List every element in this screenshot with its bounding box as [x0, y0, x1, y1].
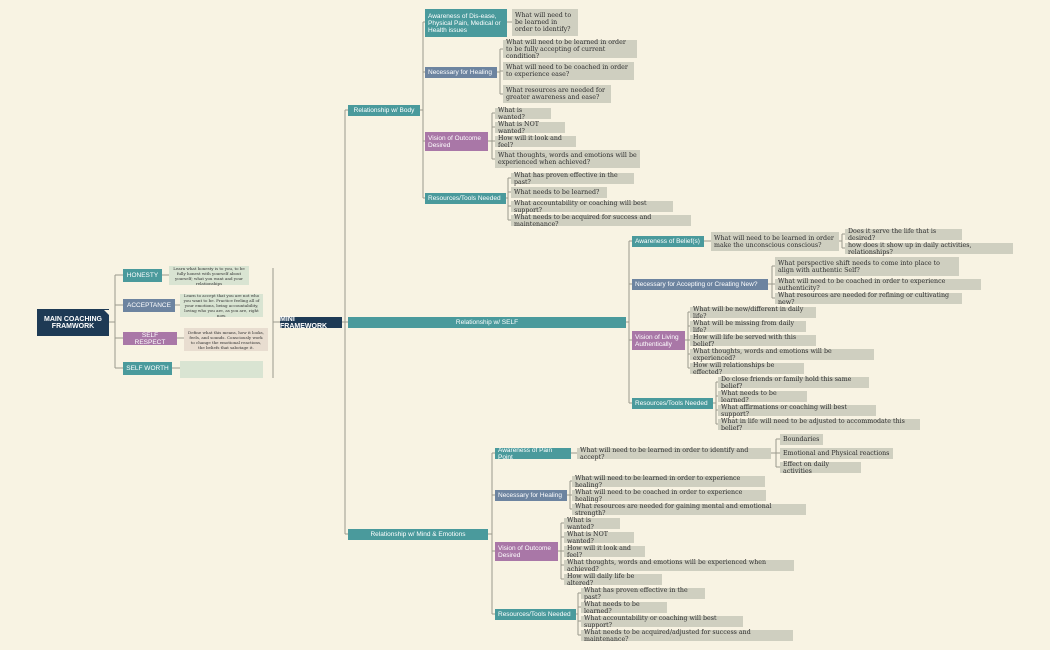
- trait-self-respect[interactable]: SELF RESPECT: [123, 332, 177, 346]
- self-vision-item: What will be new/different in daily life…: [690, 306, 816, 320]
- body-healing-node[interactable]: Necessary for Healing: [425, 67, 497, 78]
- self-vision-item: How will relationships be effected?: [690, 362, 804, 376]
- self-accepting-item: What resources are needed for refining o…: [775, 292, 962, 306]
- body-healing-item: What resources are needed for greater aw…: [503, 85, 611, 103]
- mind-vision-node[interactable]: Vision of Outcome Desired: [495, 542, 558, 561]
- self-vision-item: What will be missing from daily life?: [690, 320, 806, 334]
- trait-self-respect-description: Define what this means, how it looks, fe…: [184, 328, 268, 351]
- mind-healing-item: What will need to be learned in order to…: [572, 475, 765, 489]
- folded-corner-icon: [104, 310, 109, 315]
- mind-resources-item: What accountability or coaching will bes…: [581, 615, 743, 629]
- body-resources-node[interactable]: Resources/Tools Needed: [425, 193, 506, 204]
- self-vision-item: What thoughts, words and emotions will b…: [690, 348, 874, 362]
- self-awareness-item: how does it show up in daily activities,…: [845, 242, 1013, 256]
- body-vision-item: How will it look and feel?: [495, 135, 576, 149]
- mind-vision-item: What is NOT wanted?: [564, 531, 634, 545]
- mind-resources-item: What needs to be learned?: [581, 601, 667, 615]
- relationship-mind-node[interactable]: Relationship w/ Mind & Emotions: [348, 529, 488, 540]
- mind-healing-item: What resources are needed for gaining me…: [572, 503, 806, 517]
- mind-resources-node[interactable]: Resources/Tools Needed: [495, 609, 576, 620]
- mini-framework-node[interactable]: MINI FRAMEWORK: [280, 316, 342, 330]
- trait-self-worth[interactable]: SELF WORTH: [123, 362, 172, 375]
- self-accepting-item: What perspective shift needs to come int…: [775, 257, 959, 276]
- body-resources-item: What needs to be learned?: [511, 187, 607, 198]
- trait-honesty-description: Learn what honesty is to you, to be full…: [169, 266, 249, 286]
- trait-acceptance-description: Learn to accept that you are not who you…: [180, 293, 263, 318]
- mind-awareness-question: What will need to be learned in order to…: [577, 447, 771, 461]
- body-healing-item: What will need to be learned in order to…: [503, 39, 637, 60]
- mind-vision-item: What is wanted?: [564, 517, 620, 531]
- mind-vision-item: What thoughts, words and emotions will b…: [564, 559, 794, 573]
- self-awareness-node[interactable]: Awareness of Belief(s): [632, 236, 704, 247]
- mind-healing-node[interactable]: Necessary for Healing: [495, 490, 567, 501]
- body-vision-item: What thoughts, words and emotions will b…: [495, 150, 640, 168]
- mind-awareness-item: Emotional and Physical reactions: [780, 448, 893, 459]
- body-awareness-item: What will need to be learned in order to…: [512, 9, 578, 36]
- self-awareness-item: Does it serve the life that is desired?: [845, 228, 962, 242]
- self-resources-item: Do close friends or family hold this sam…: [718, 376, 869, 390]
- body-healing-item: What will need to be coached in order to…: [503, 62, 634, 80]
- self-vision-item: How will life be served with this belief…: [690, 334, 816, 348]
- body-vision-node[interactable]: Vision of Outcome Desired: [425, 132, 488, 151]
- body-resources-item: What accountability or coaching will bes…: [511, 200, 673, 214]
- self-accepting-node[interactable]: Necessary for Accepting or Creating New?: [632, 279, 768, 290]
- self-resources-item: What needs to be learned?: [718, 390, 807, 404]
- trait-acceptance[interactable]: ACCEPTANCE: [123, 299, 175, 312]
- self-vision-node[interactable]: Vision of Living Authentically: [632, 331, 685, 350]
- mind-awareness-item: Effect on daily activities: [780, 461, 861, 475]
- body-resources-item: What needs to be acquired for success an…: [511, 214, 691, 228]
- mind-vision-item: How will it look and feel?: [564, 545, 645, 559]
- body-vision-item: What is wanted?: [495, 107, 551, 121]
- self-resources-item: What affirmations or coaching will best …: [718, 404, 876, 418]
- main-coaching-framework-node[interactable]: MAIN COACHING FRAMWORK: [37, 309, 109, 336]
- mind-resources-item: What has proven effective in the past?: [581, 587, 705, 601]
- self-awareness-question: What will need to be learned in order ma…: [711, 232, 839, 251]
- relationship-body-node[interactable]: Relationship w/ Body: [348, 105, 420, 116]
- trait-self-worth-description: [180, 361, 263, 378]
- self-accepting-item: What will need to be coached in order to…: [775, 278, 981, 292]
- mind-resources-item: What needs to be acquired/adjusted for s…: [581, 629, 793, 643]
- body-awareness-node[interactable]: Awareness of Dis-ease, Physical Pain, Me…: [425, 9, 507, 37]
- self-resources-node[interactable]: Resources/Tools Needed: [632, 398, 713, 409]
- body-resources-item: What has proven effective in the past?: [511, 172, 634, 186]
- body-vision-item: What is NOT wanted?: [495, 121, 565, 135]
- mind-awareness-node[interactable]: Awareness of Pain Point: [495, 447, 571, 461]
- mind-awareness-item: Boundaries: [780, 434, 823, 445]
- relationship-self-node[interactable]: Relationship w/ SELF: [348, 317, 626, 328]
- mind-healing-item: What will need to be coached in order to…: [572, 489, 766, 503]
- self-resources-item: What in life will need to be adjusted to…: [718, 418, 920, 432]
- trait-honesty[interactable]: HONESTY: [123, 269, 162, 282]
- mind-vision-item: How will daily life be altered?: [564, 573, 662, 587]
